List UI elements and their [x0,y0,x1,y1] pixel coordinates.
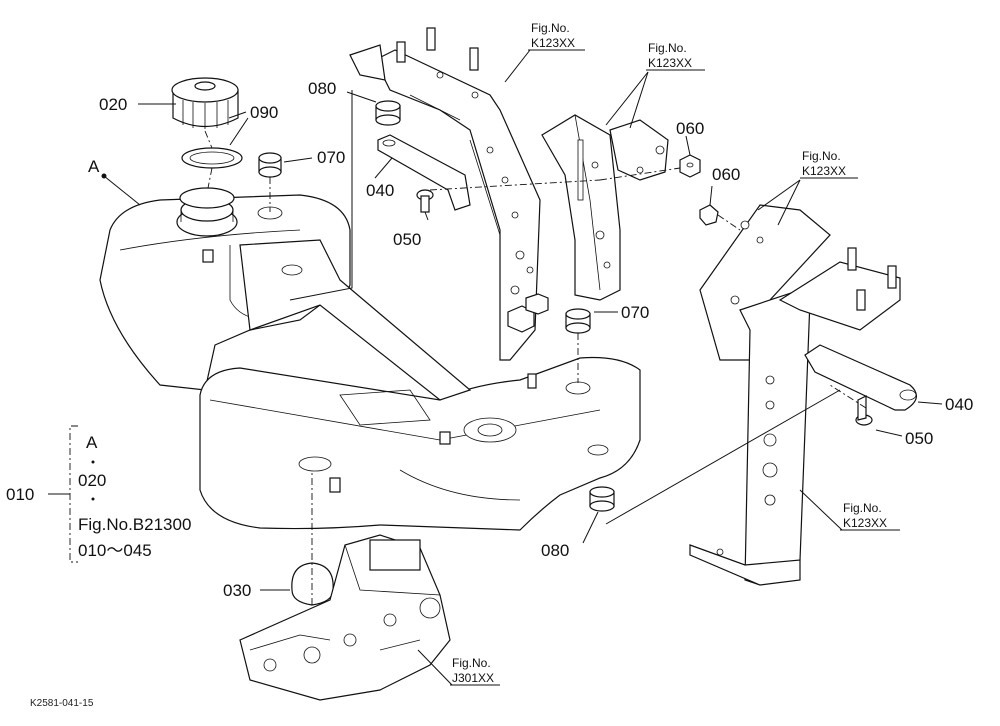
rubber-cap-030 [291,562,334,606]
label-070-top: 070 [317,148,345,167]
strap-040-left [377,134,471,211]
center-stay-bracket [541,114,621,301]
cushion-080-top [375,100,401,126]
left-stay-bracket [349,27,549,361]
label-040-right: 040 [945,395,973,414]
cushion-080-bottom [589,486,615,512]
tank-cap-020 [171,77,239,129]
fig-ref-1-line2: K123XX [531,36,575,50]
assembly-lines [204,130,867,605]
note-line-fig: Fig.No.B21300 [78,515,191,534]
assembly-note: A 020 Fig.No.B21300 010～045 [78,433,191,560]
figure-references: Fig.No. K123XX Fig.No. K123XX Fig.No. K1… [452,21,887,685]
note-line-range: 010～045 [78,541,152,560]
fig-ref-2-line2: K123XX [648,56,692,70]
fig-ref-1-line1: Fig.No. [531,21,570,35]
label-point-a: A [88,157,100,176]
label-050-right: 050 [905,429,933,448]
label-090: 090 [250,103,278,122]
bolt-050-left [416,189,434,213]
gasket-090 [181,147,243,169]
cushion-070-top [258,152,282,212]
point-a-marker [101,173,107,179]
nut-060-right [699,204,719,226]
right-stay-bracket [689,204,901,586]
note-line-a: A [86,433,98,452]
fig-ref-4-line2: K123XX [843,516,887,530]
fig-ref-4-line1: Fig.No. [843,501,882,515]
bolt-050-right [855,395,873,426]
pump-housing [239,534,451,701]
label-080-top: 080 [308,79,336,98]
note-dot-2 [91,497,95,501]
side-plate-top [609,119,669,181]
fig-ref-5-line1: Fig.No. [452,656,491,670]
label-050-left: 050 [393,230,421,249]
label-080-bottom: 080 [541,541,569,560]
note-line-020: 020 [78,471,106,490]
nut-060-top [679,154,701,178]
label-060-top: 060 [676,119,704,138]
leader-lines [48,49,943,686]
strap-040-right [804,344,917,411]
label-070-center: 070 [621,303,649,322]
drawing-code: K2581-041-15 [30,698,94,709]
fig-ref-3-line2: K123XX [802,164,846,178]
note-dot-1 [91,460,95,464]
fig-ref-5-line2: J301XX [452,671,494,685]
fig-ref-3-line1: Fig.No. [802,149,841,163]
label-010: 010 [6,485,34,504]
label-060-right: 060 [712,165,740,184]
label-020: 020 [99,95,127,114]
label-040-left: 040 [366,181,394,200]
fuel-tank [99,187,641,531]
fig-ref-2-line1: Fig.No. [648,41,687,55]
part-labels: 020 090 070 080 040 050 060 060 070 040 … [6,79,973,600]
cushion-070-center [565,308,591,383]
label-030: 030 [223,581,251,600]
